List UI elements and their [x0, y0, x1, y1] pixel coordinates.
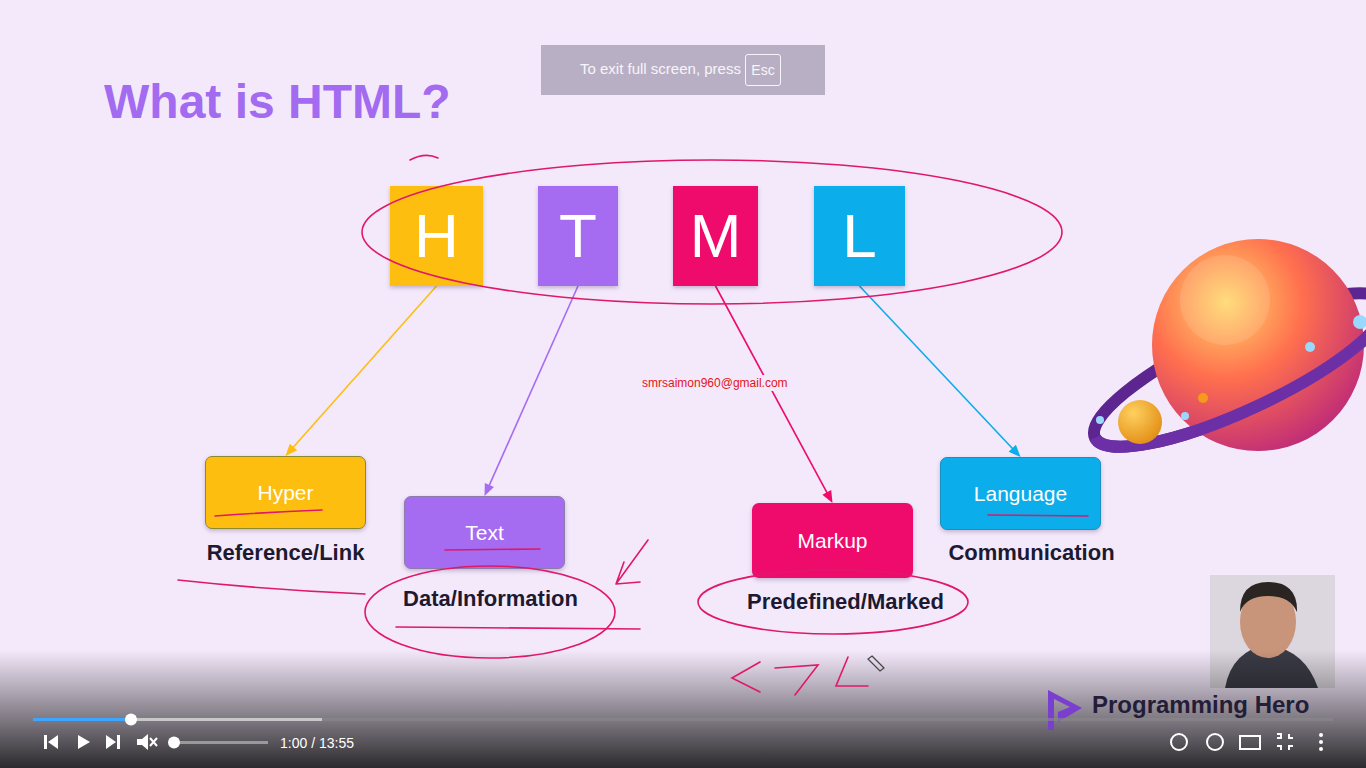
slide-title: What is HTML? — [104, 75, 451, 128]
term-box: MarkupPredefined/Marked — [752, 503, 913, 578]
connector-arrow — [716, 286, 833, 503]
box-letter: L — [842, 202, 876, 270]
term-box: HyperReference/Link — [205, 456, 366, 529]
letter-box: L — [814, 186, 905, 286]
box-letter: H — [414, 202, 459, 270]
box-label: Markup — [797, 529, 867, 552]
box-letter: M — [690, 202, 742, 270]
label-holder: Programming Hero — [1092, 691, 1309, 719]
connector-line — [292, 286, 436, 449]
term-meaning: Data/Information — [403, 586, 578, 611]
caption-holder: Communication — [948, 540, 1114, 566]
title-holder: What is HTML? — [104, 74, 451, 129]
box-label: Text — [465, 521, 504, 544]
player-controls — [44, 733, 1323, 751]
term-meaning: Predefined/Marked — [747, 589, 944, 614]
term-meaning: Communication — [948, 540, 1114, 565]
notice-text: To exit full screen, press — [580, 60, 741, 77]
caption-holder: Reference/Link — [207, 540, 365, 566]
term-box: TextData/Information — [404, 496, 565, 569]
notice-box — [541, 45, 825, 95]
box-label: Hyper — [257, 481, 313, 504]
caption-holder: Predefined/Marked — [747, 589, 944, 615]
controls-shade — [0, 650, 1366, 768]
box-label: Language — [974, 482, 1067, 505]
letter-box: M — [673, 186, 758, 286]
label-holder: To exit full screen, press — [580, 60, 741, 78]
connector-arrow — [286, 286, 437, 456]
caption-holder: Data/Information — [403, 586, 578, 612]
label-holder: Esc — [745, 54, 781, 86]
connector-arrow — [860, 286, 1021, 457]
letter-box: T — [538, 186, 618, 286]
box-letter: T — [559, 202, 597, 270]
planet-illustration — [1078, 239, 1366, 474]
connector-line — [489, 286, 578, 487]
brand-name: Programming Hero — [1092, 691, 1309, 718]
brand-logo — [1048, 690, 1082, 730]
label-holder: smrsaimon960@gmail.com — [640, 373, 790, 391]
label-holder: 1:00 / 13:55 — [280, 734, 354, 752]
letter-box: H — [390, 186, 483, 286]
watermark: smrsaimon960@gmail.com — [640, 375, 790, 391]
arrow-head — [485, 483, 494, 496]
connector-arrow — [485, 286, 579, 496]
time-display: 1:00 / 13:55 — [280, 735, 354, 751]
term-meaning: Reference/Link — [207, 540, 365, 565]
key-hint: Esc — [745, 54, 781, 86]
connector-line — [860, 286, 1014, 450]
arrow-head — [1009, 445, 1021, 457]
arrow-head — [286, 444, 298, 456]
arrow-head — [822, 490, 832, 503]
term-box: LanguageCommunication — [940, 457, 1101, 530]
